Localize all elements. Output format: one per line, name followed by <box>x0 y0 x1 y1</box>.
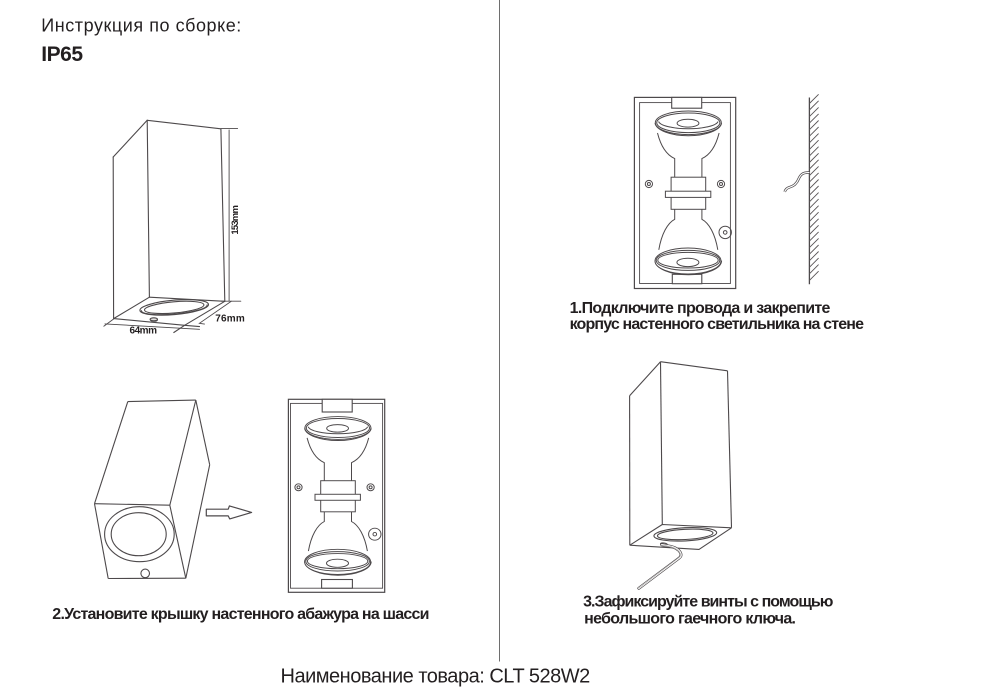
svg-text:корпус настенного светильника: корпус настенного светильника на стене <box>570 316 864 333</box>
svg-text:1.Подключите провода и закрепи: 1.Подключите провода и закрепите <box>570 300 831 317</box>
svg-text:76mm: 76mm <box>215 313 245 324</box>
svg-text:64mm: 64mm <box>130 326 158 337</box>
svg-text:2.Установите крышку настенного: 2.Установите крышку настенного абажура н… <box>52 606 429 623</box>
svg-text:3.Зафиксируйте винты с помощью: 3.Зафиксируйте винты с помощью <box>583 594 834 611</box>
svg-text:153mm: 153mm <box>230 205 241 235</box>
svg-text:небольшого гаечного ключа.: небольшого гаечного ключа. <box>584 611 796 628</box>
svg-text:IP65: IP65 <box>41 43 83 66</box>
svg-text:Наименование товара: CLT 528W2: Наименование товара: CLT 528W2 <box>281 666 591 688</box>
svg-text:Инструкция по сборке:: Инструкция по сборке: <box>41 15 241 35</box>
